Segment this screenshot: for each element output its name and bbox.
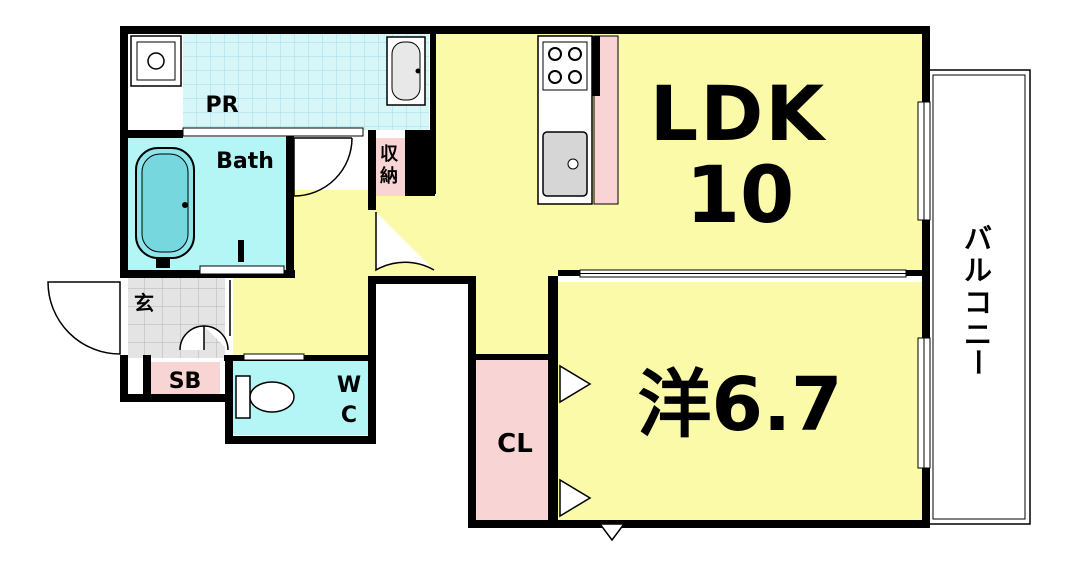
kitchen-counter xyxy=(537,35,619,205)
storage-label-2: 納 xyxy=(380,165,398,187)
wash-basin xyxy=(386,36,426,106)
shoe-box-label: SB xyxy=(169,369,202,394)
closet-floor xyxy=(476,360,555,520)
toilet-c-label: C xyxy=(341,403,357,428)
bathtub xyxy=(135,147,244,268)
entrance-label: 玄 xyxy=(134,291,154,315)
doors xyxy=(47,137,626,542)
balcony-char-2: ル xyxy=(964,254,992,287)
balcony-char-5: ー xyxy=(961,348,994,376)
entrance-floor xyxy=(128,278,225,358)
balcony-label: バ ル コ ニ ー xyxy=(961,222,994,376)
balcony-char-3: コ xyxy=(964,286,992,319)
toilet-w-label: W xyxy=(337,373,361,398)
ldk-size-label: 10 xyxy=(686,151,795,241)
storage-floor xyxy=(372,138,406,196)
balcony-char-1: バ xyxy=(964,222,992,255)
balcony xyxy=(927,69,1031,525)
windows xyxy=(182,101,931,469)
toilet-fixture xyxy=(235,375,295,419)
washing-machine xyxy=(130,35,182,87)
ldk-name-label: LDK xyxy=(650,69,828,158)
shoe-box-floor xyxy=(150,362,220,394)
bedroom-label: 洋6.7 xyxy=(637,362,842,448)
closet-label: CL xyxy=(497,429,533,459)
balcony-char-4: ニ xyxy=(964,318,992,351)
bath-label: Bath xyxy=(216,149,274,174)
pr-label: PR xyxy=(205,93,238,118)
bedroom-floor xyxy=(555,282,922,520)
storage-label-1: 収 xyxy=(380,144,399,165)
